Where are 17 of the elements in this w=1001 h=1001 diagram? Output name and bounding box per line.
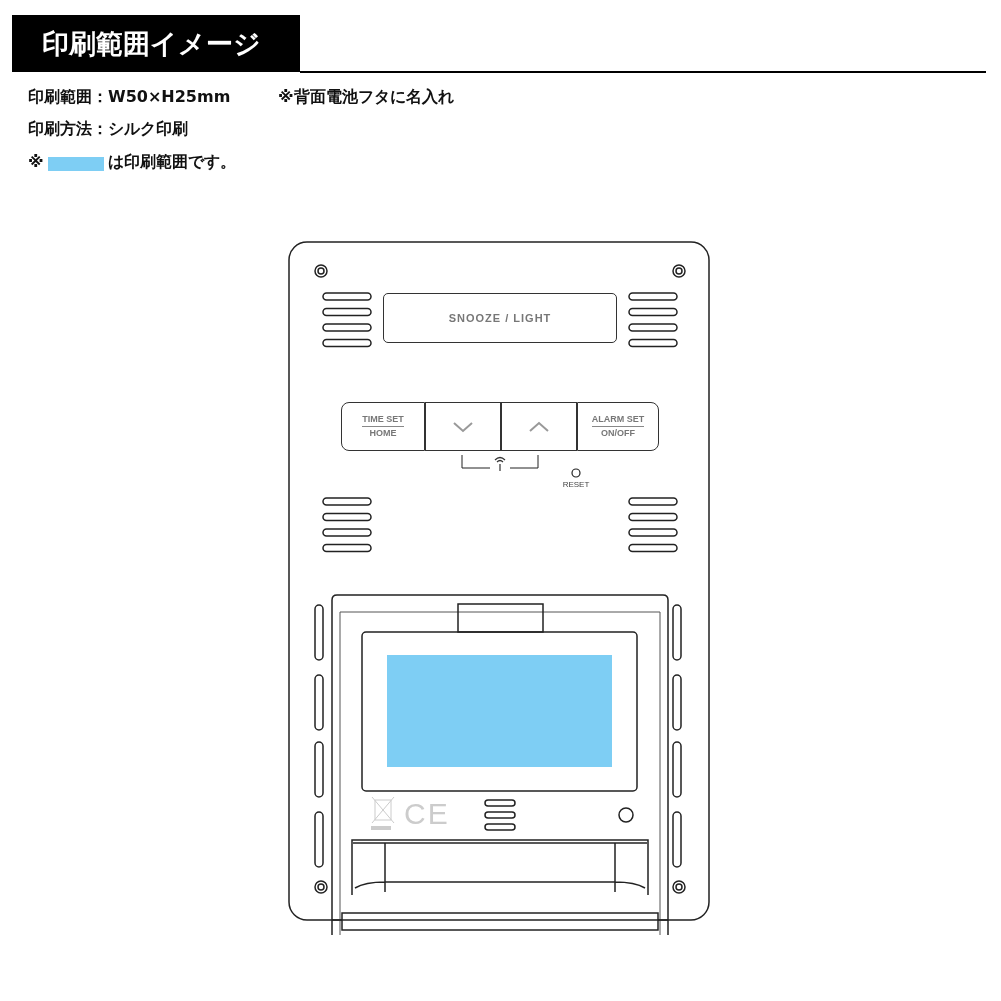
button-label: HOME — [369, 427, 397, 440]
button-label: ALARM SET — [591, 413, 645, 427]
print-location-note: ※背面電池フタに名入れ — [278, 87, 454, 108]
print-size-note: 印刷範囲：W50×H25mm — [28, 87, 231, 108]
button — [341, 402, 425, 451]
button — [501, 402, 577, 451]
button — [577, 402, 659, 451]
title: 印刷範囲イメージ — [42, 26, 261, 61]
button-label: ON/OFF — [601, 427, 635, 440]
reset-label: RESET — [561, 479, 591, 491]
button — [425, 402, 501, 451]
button-panel — [383, 293, 617, 343]
note-mark: ※ — [28, 152, 44, 171]
button-label: SNOOZE / LIGHT — [448, 311, 552, 325]
legend-text: は印刷範囲です。 — [108, 152, 236, 173]
print-method-note: 印刷方法：シルク印刷 — [28, 119, 188, 140]
button-label: TIME SET — [362, 413, 404, 427]
